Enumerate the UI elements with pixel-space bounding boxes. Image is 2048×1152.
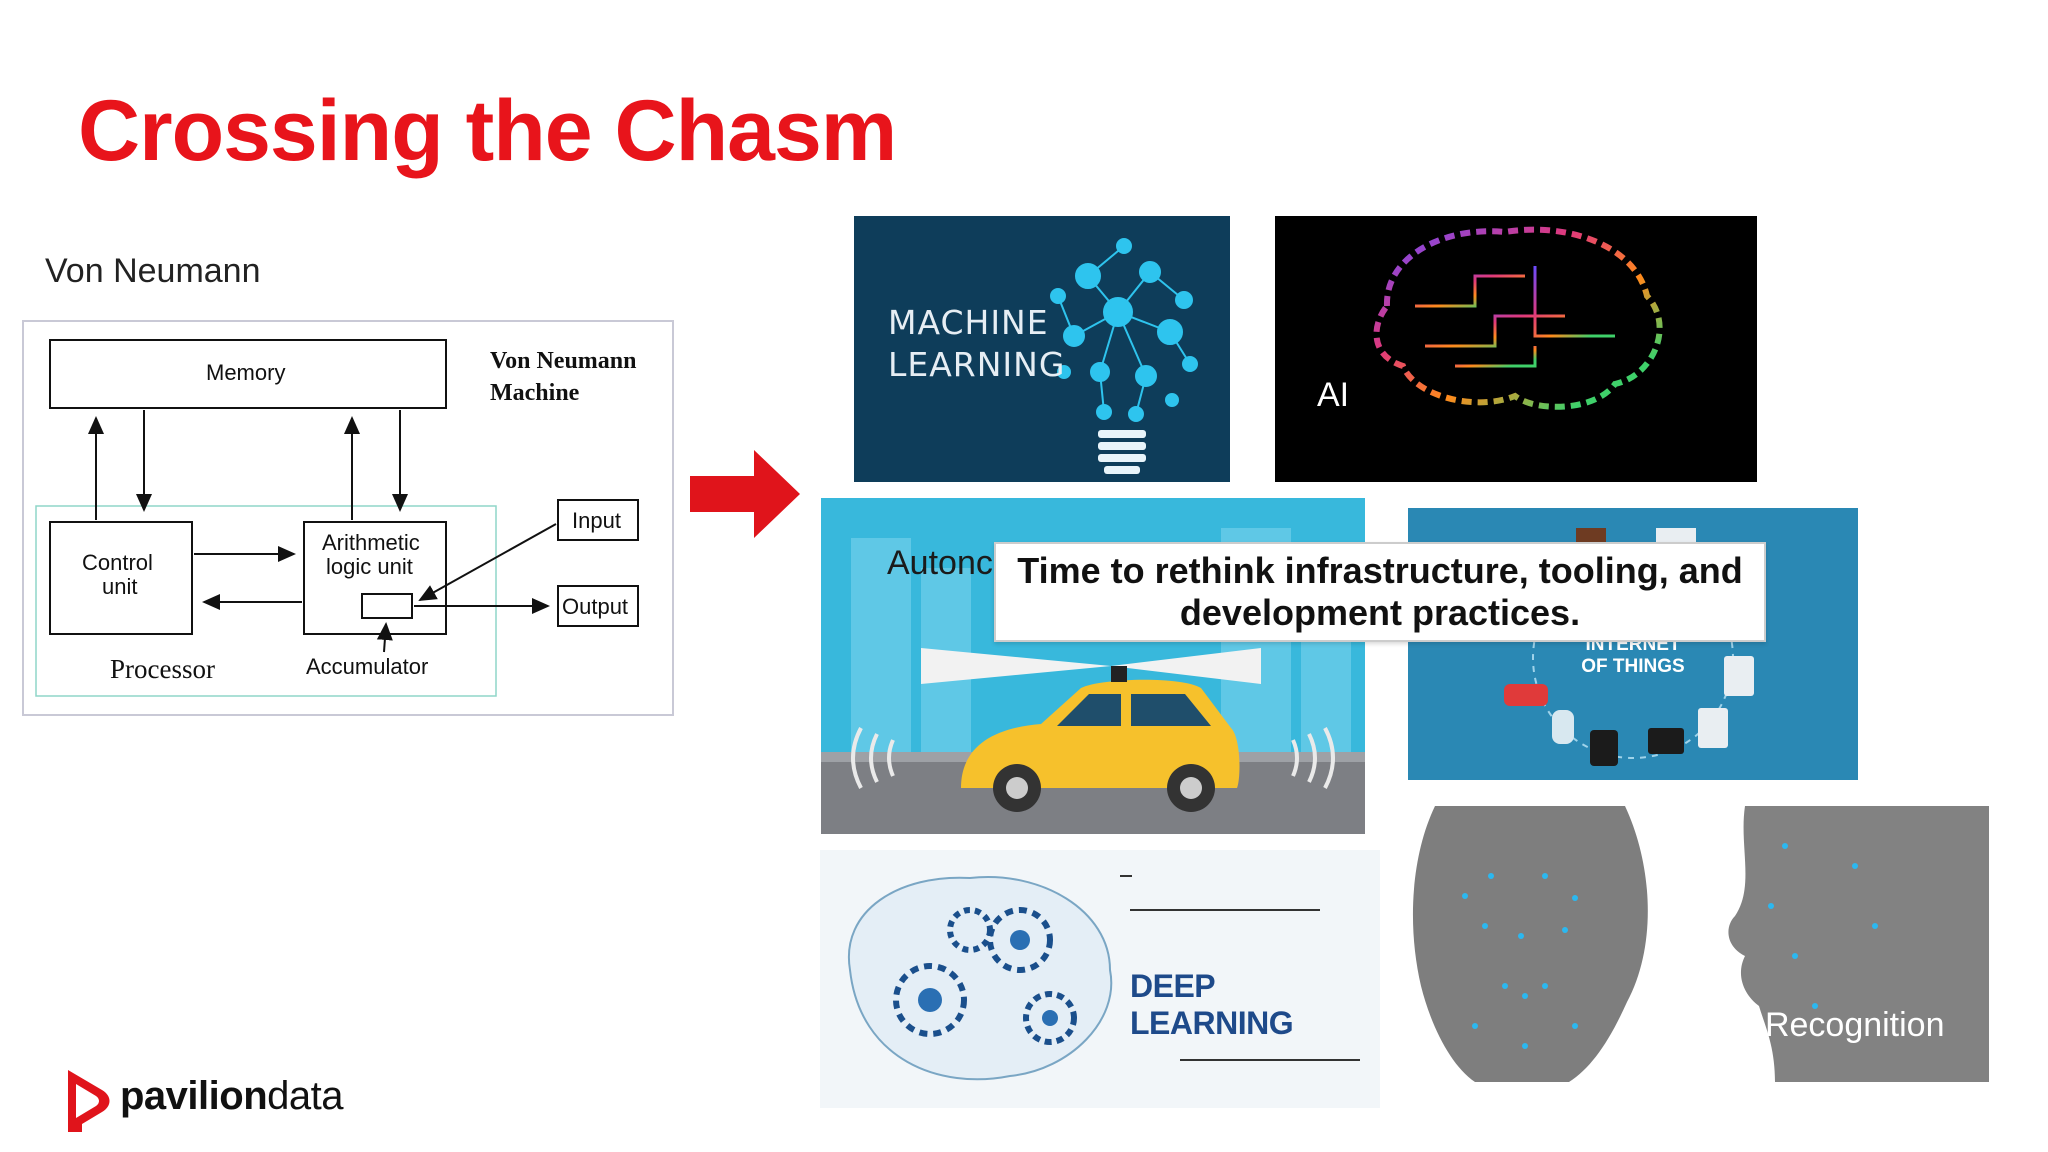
machine-title-line1: Von Neumann <box>490 348 637 374</box>
slide-title: Crossing the Chasm <box>78 83 897 179</box>
callout-line2: development practices. <box>1179 592 1581 633</box>
alu-line1: Arithmetic <box>322 530 420 555</box>
autonomous-vehicle-tile: Autonc <box>821 498 1365 834</box>
lightbulb-network-icon <box>1050 238 1198 474</box>
image-recognition-label: Image Recognition <box>1661 1006 1945 1044</box>
control-unit-line2: unit <box>102 574 138 599</box>
von-neumann-heading: Von Neumann <box>45 252 261 290</box>
machine-learning-label: MACHINE LEARNING <box>888 302 1065 386</box>
alu-line2: logic unit <box>326 554 413 579</box>
circuit-brain-icon <box>1373 226 1663 466</box>
ml-label-line2: LEARNING <box>888 345 1066 384</box>
callout-box: Time to rethink infrastructure, tooling,… <box>994 542 1766 642</box>
gear-brain-icon <box>847 875 1360 1081</box>
deep-learning-tile: DEEP LEARNING <box>820 850 1380 1108</box>
autonomous-label: Autonc <box>887 544 993 582</box>
image-recognition-tile: Image Recognition <box>1395 806 1989 1082</box>
logo-word-light: data <box>267 1074 343 1118</box>
deep-learning-label: DEEP LEARNING <box>1130 968 1294 1041</box>
face-landmarks-icon <box>1395 806 1989 1082</box>
pavilion-data-logo: paviliondata <box>62 1066 362 1136</box>
callout-line1: Time to rethink infrastructure, tooling,… <box>1017 550 1743 591</box>
logo-wordmark: paviliondata <box>120 1074 343 1119</box>
input-label: Input <box>572 508 621 533</box>
pavilion-logo-icon <box>68 1070 110 1132</box>
control-unit-line1: Control <box>82 550 153 575</box>
von-neumann-diagram: Memory Von Neumann Machine Control unit … <box>22 320 674 716</box>
iot-devices-icon <box>1504 528 1754 766</box>
iot-label-line2: OF THINGS <box>1581 656 1685 677</box>
memory-label: Memory <box>206 360 286 385</box>
output-label: Output <box>562 594 629 619</box>
logo-word-bold: pavilion <box>120 1074 268 1118</box>
ai-tile: AI <box>1275 216 1757 482</box>
ml-label-line1: MACHINE <box>888 303 1049 342</box>
ai-label: AI <box>1317 376 1350 414</box>
machine-learning-tile: MACHINE LEARNING <box>854 216 1230 482</box>
callout-text: Time to rethink infrastructure, tooling,… <box>996 550 1764 634</box>
processor-label: Processor <box>110 654 215 684</box>
accumulator-label: Accumulator <box>306 654 429 679</box>
machine-title-line2: Machine <box>490 380 580 406</box>
right-arrow-icon <box>690 450 802 543</box>
diagram-lines <box>35 339 639 697</box>
